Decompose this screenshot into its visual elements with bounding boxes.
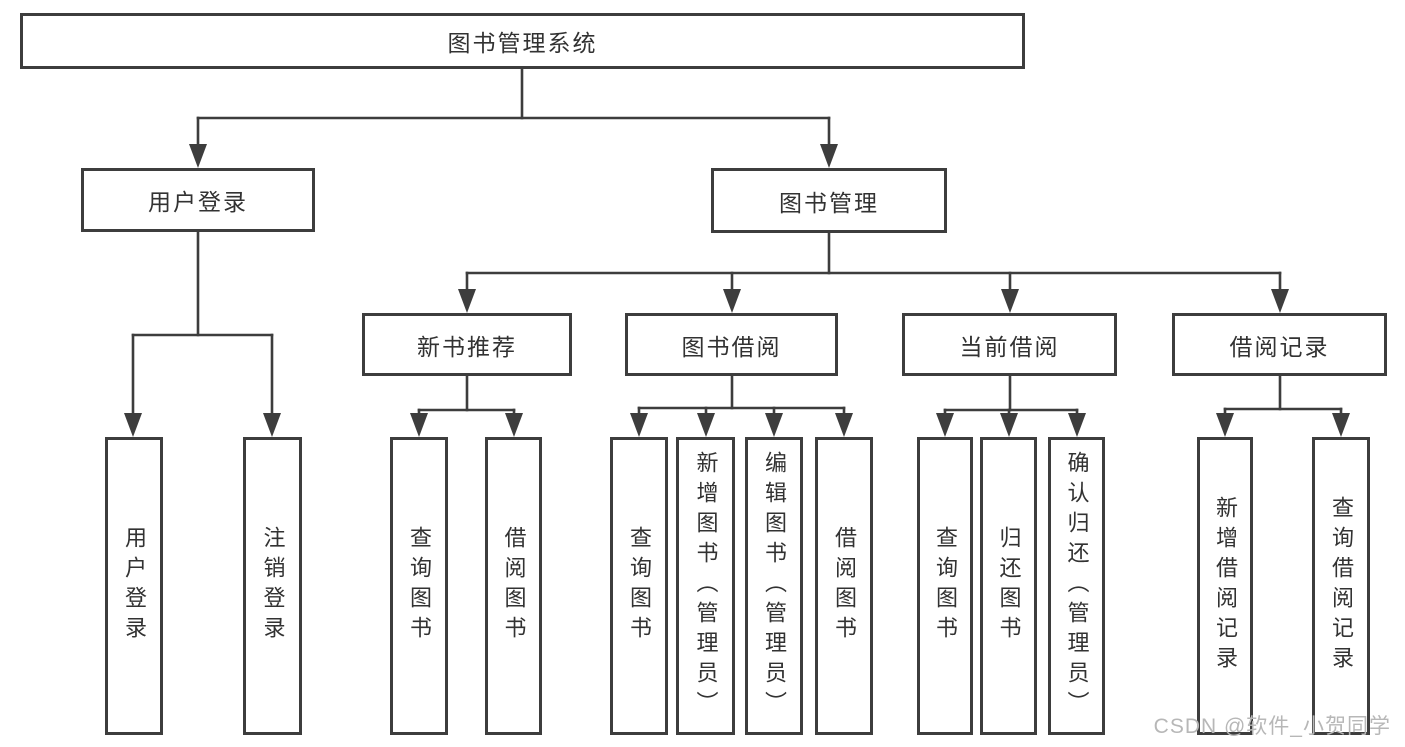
node-label: 新书推荐 bbox=[417, 333, 517, 360]
leaf-query-books-current: 查询图书 bbox=[917, 437, 973, 735]
leaf-confirm-return-admin: 确认归还（管理员） bbox=[1048, 437, 1105, 735]
node-current-borrowing: 当前借阅 bbox=[902, 313, 1117, 376]
leaf-edit-book-admin: 编辑图书（管理员） bbox=[745, 437, 803, 735]
node-label: 用户登录 bbox=[122, 526, 147, 646]
node-label: 查询图书 bbox=[933, 526, 958, 646]
leaf-query-books-recommend: 查询图书 bbox=[390, 437, 448, 735]
node-label: 确认归还（管理员） bbox=[1064, 451, 1090, 721]
node-label: 注销登录 bbox=[260, 526, 286, 646]
node-label: 新增图书（管理员） bbox=[693, 451, 719, 721]
node-label: 借阅记录 bbox=[1229, 333, 1330, 360]
leaf-add-book-admin: 新增图书（管理员） bbox=[676, 437, 735, 735]
node-label: 图书管理 bbox=[779, 189, 879, 216]
node-label: 查询图书 bbox=[627, 526, 652, 646]
node-label: 归还图书 bbox=[996, 526, 1022, 646]
node-book-borrowing: 图书借阅 bbox=[625, 313, 838, 376]
node-library-system: 图书管理系统 bbox=[20, 13, 1025, 69]
node-label: 借阅图书 bbox=[501, 526, 527, 646]
leaf-query-borrow-record: 查询借阅记录 bbox=[1312, 437, 1370, 735]
node-label: 查询图书 bbox=[407, 526, 432, 646]
node-user-login: 用户登录 bbox=[81, 168, 315, 232]
leaf-logout: 注销登录 bbox=[243, 437, 302, 735]
node-label: 用户登录 bbox=[148, 189, 248, 215]
node-new-book-recommend: 新书推荐 bbox=[362, 313, 572, 376]
csdn-watermark: CSDN @软件_小贺同学 bbox=[1153, 715, 1391, 738]
node-label: 图书借阅 bbox=[681, 333, 782, 360]
node-label: 新增借阅记录 bbox=[1213, 496, 1238, 676]
node-book-management: 图书管理 bbox=[711, 168, 947, 233]
leaf-query-books-borrowing: 查询图书 bbox=[610, 437, 668, 735]
leaf-borrow-books-recommend: 借阅图书 bbox=[485, 437, 542, 735]
node-label: 当前借阅 bbox=[959, 333, 1060, 360]
node-borrowing-records: 借阅记录 bbox=[1172, 313, 1387, 376]
node-label: 图书管理系统 bbox=[447, 30, 598, 56]
node-label: 查询借阅记录 bbox=[1329, 496, 1354, 676]
leaf-user-login: 用户登录 bbox=[105, 437, 163, 735]
node-label: 编辑图书（管理员） bbox=[762, 451, 787, 721]
node-label: 借阅图书 bbox=[832, 526, 857, 646]
leaf-return-book: 归还图书 bbox=[980, 437, 1037, 735]
leaf-add-borrow-record: 新增借阅记录 bbox=[1197, 437, 1253, 735]
leaf-borrow-books-borrowing: 借阅图书 bbox=[815, 437, 873, 735]
